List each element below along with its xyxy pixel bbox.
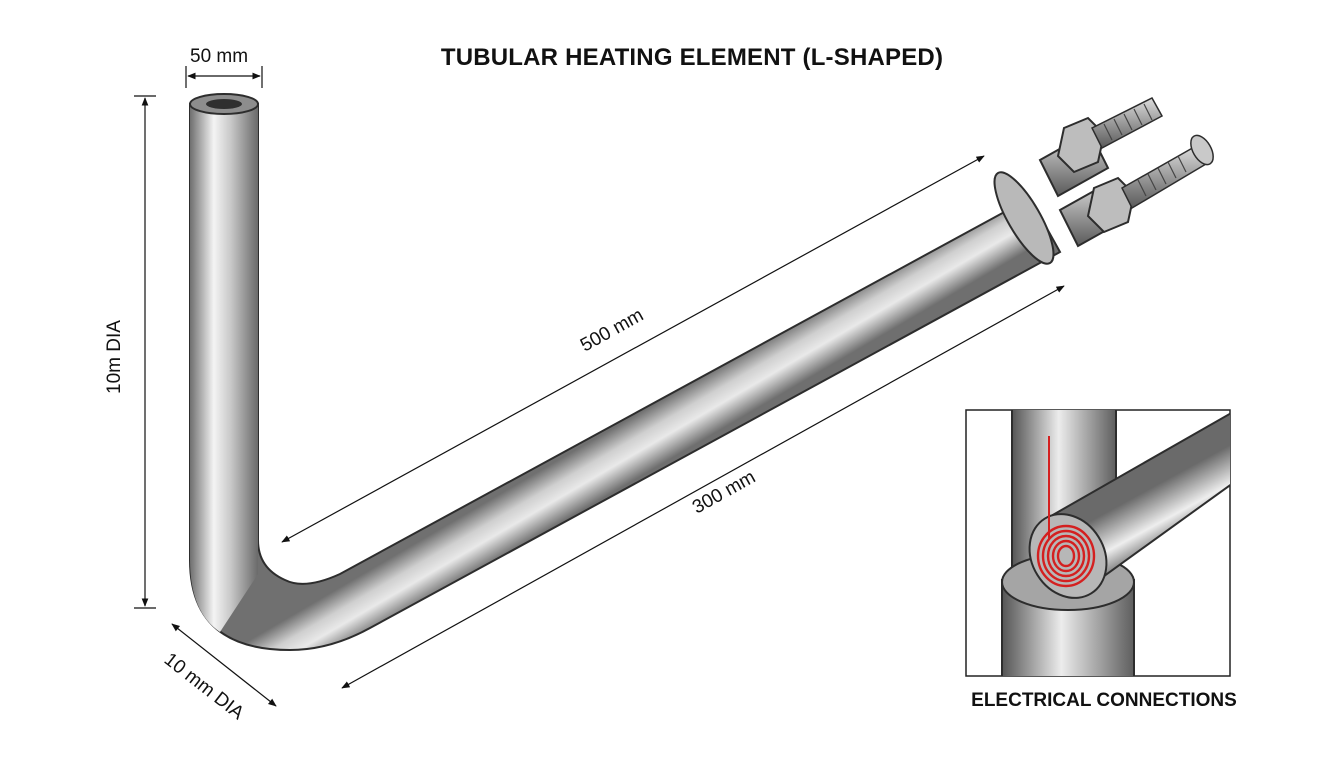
electrical-connections-inset xyxy=(965,409,1231,677)
upper-hex-nut xyxy=(1056,116,1106,174)
vertical-length-label: 10m DIA xyxy=(103,320,125,394)
tube-diameter-dimension xyxy=(171,623,277,707)
mounting-flange xyxy=(993,171,1055,265)
lower-hex-nut xyxy=(1086,176,1136,234)
lower-threaded-stud xyxy=(1121,144,1208,210)
inset-caption: ELECTRICAL CONNECTIONS xyxy=(971,690,1237,711)
diagram-title: TUBULAR HEATING ELEMENT (L-SHAPED) xyxy=(440,44,944,71)
top-width-label: 50 mm xyxy=(190,46,249,67)
terminal-assembly xyxy=(993,97,1214,265)
dimension-lines xyxy=(134,66,1065,707)
upper-threaded-stud xyxy=(1090,97,1164,150)
heating-coil-icon xyxy=(1036,524,1096,588)
tube xyxy=(189,93,1062,652)
lower-leg-dimension xyxy=(341,285,1065,689)
stud-washer xyxy=(1190,134,1214,166)
